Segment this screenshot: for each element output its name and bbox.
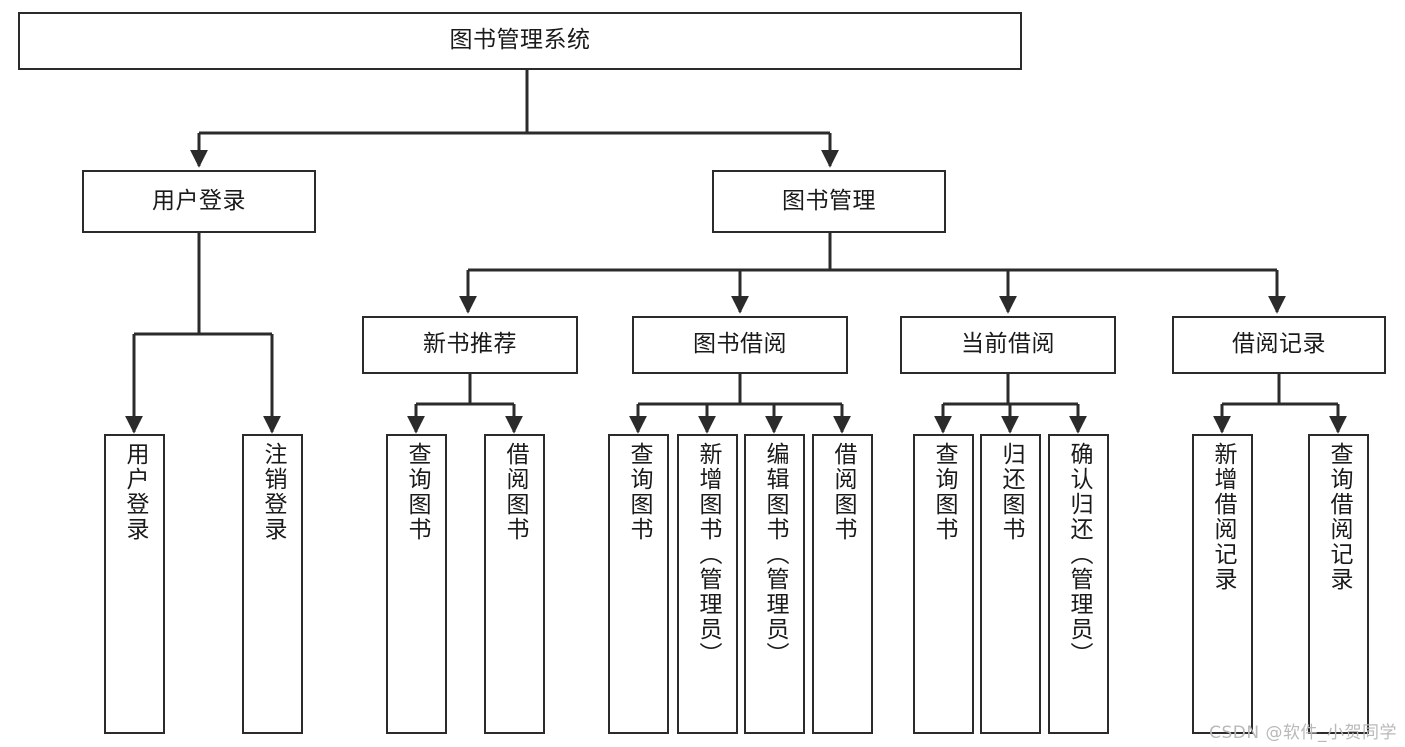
node-leaf-user-login-logout[interactable]: 注销登录 — [242, 434, 303, 734]
node-borrow-record[interactable]: 借阅记录 — [1172, 316, 1386, 374]
node-root-label: 图书管理系统 — [449, 27, 591, 54]
node-leaf-borrow-edit-book[interactable]: 编辑图书（管理员） — [744, 434, 805, 734]
node-leaf-label: 新增借阅记录 — [1210, 442, 1236, 592]
node-book-borrow-label: 图书借阅 — [693, 331, 787, 358]
node-new-book-recommend[interactable]: 新书推荐 — [362, 316, 578, 374]
node-book-management-label: 图书管理 — [782, 187, 876, 214]
node-leaf-label: 确认归还（管理员） — [1066, 442, 1092, 667]
node-current-borrow-label: 当前借阅 — [961, 331, 1055, 358]
node-leaf-label: 借阅图书 — [830, 442, 856, 542]
node-leaf-label: 用户登录 — [122, 442, 148, 542]
node-book-borrow[interactable]: 图书借阅 — [632, 316, 848, 374]
node-leaf-current-confirm-return[interactable]: 确认归还（管理员） — [1048, 434, 1109, 734]
node-leaf-new-book-borrow[interactable]: 借阅图书 — [484, 434, 545, 734]
node-leaf-new-book-query[interactable]: 查询图书 — [386, 434, 447, 734]
node-leaf-borrow-query-book[interactable]: 查询图书 — [608, 434, 669, 734]
node-leaf-label: 查询图书 — [931, 442, 957, 542]
node-current-borrow[interactable]: 当前借阅 — [900, 316, 1116, 374]
node-leaf-label: 归还图书 — [998, 442, 1024, 542]
node-leaf-borrow-borrow-book[interactable]: 借阅图书 — [812, 434, 873, 734]
node-leaf-label: 新增图书（管理员） — [695, 442, 721, 667]
node-leaf-borrow-add-book[interactable]: 新增图书（管理员） — [677, 434, 738, 734]
node-leaf-current-query-book[interactable]: 查询图书 — [913, 434, 974, 734]
node-user-login[interactable]: 用户登录 — [82, 170, 316, 233]
node-leaf-label: 编辑图书（管理员） — [762, 442, 788, 667]
node-leaf-label: 注销登录 — [260, 442, 286, 542]
watermark-text: CSDN @软件_小贺同学 — [1209, 723, 1397, 743]
node-leaf-record-add[interactable]: 新增借阅记录 — [1192, 434, 1253, 734]
node-new-book-recommend-label: 新书推荐 — [423, 331, 517, 358]
node-book-management[interactable]: 图书管理 — [712, 170, 946, 233]
node-leaf-label: 查询图书 — [626, 442, 652, 542]
node-leaf-label: 查询图书 — [404, 442, 430, 542]
node-leaf-label: 借阅图书 — [502, 442, 528, 542]
node-leaf-label: 查询借阅记录 — [1326, 442, 1352, 592]
node-leaf-user-login-login[interactable]: 用户登录 — [104, 434, 165, 734]
node-user-login-label: 用户登录 — [152, 187, 246, 214]
node-leaf-current-return-book[interactable]: 归还图书 — [980, 434, 1041, 734]
node-leaf-record-query[interactable]: 查询借阅记录 — [1308, 434, 1369, 734]
node-root-system[interactable]: 图书管理系统 — [18, 12, 1022, 70]
node-borrow-record-label: 借阅记录 — [1232, 331, 1326, 358]
